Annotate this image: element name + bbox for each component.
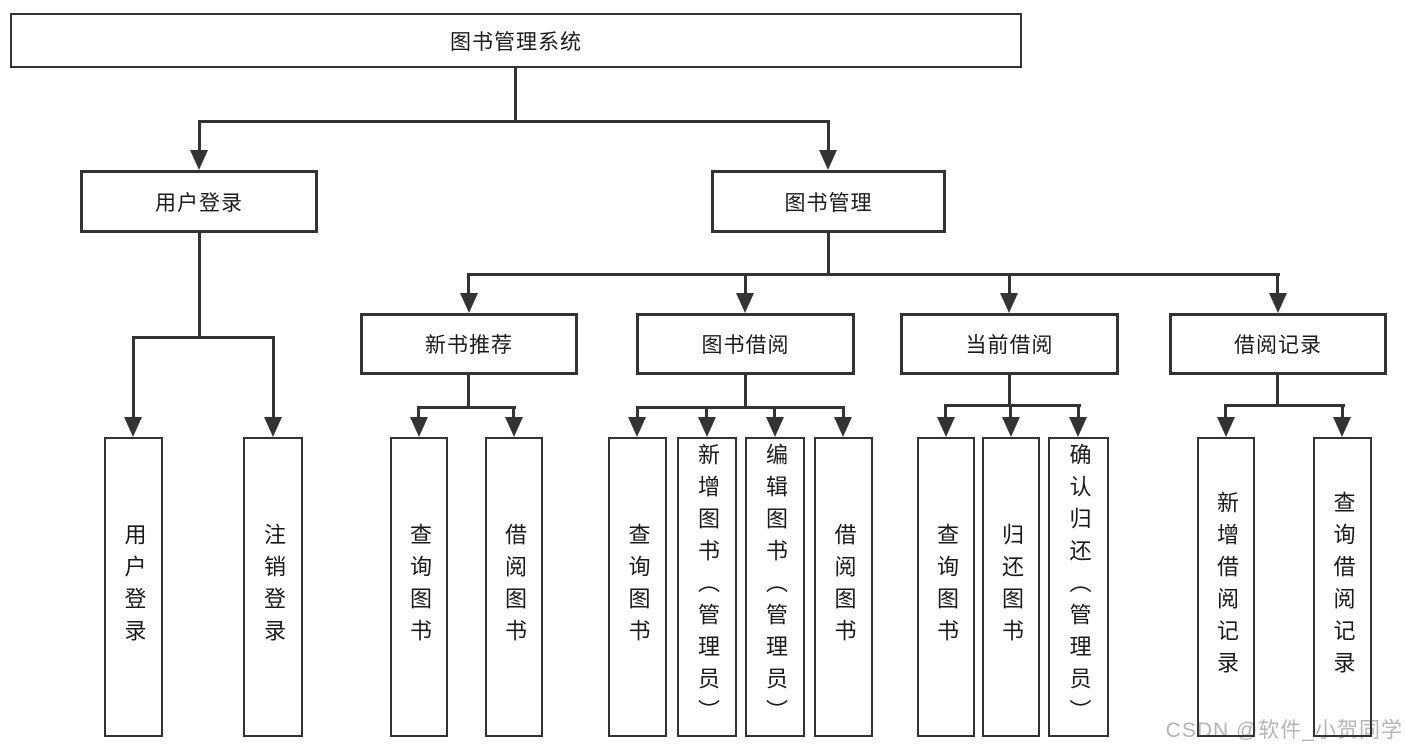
arrow-down-icon (460, 293, 478, 313)
node-label: 图书借阅 (701, 334, 790, 357)
connector-leaf (636, 406, 639, 419)
connector-leaf (842, 406, 845, 419)
node-label: 用户登录 (121, 523, 147, 651)
arrow-down-icon (1217, 417, 1235, 437)
arrow-down-icon (1000, 293, 1018, 313)
connector-to-leaf-user-login (132, 336, 135, 419)
node-current-borrowing: 当前借阅 (900, 313, 1119, 375)
leaf-add-books-admin: 新增图书（管理员） (677, 437, 737, 737)
leaf-user-login: 用户登录 (104, 437, 163, 737)
connector-to-leaf-logout (272, 336, 275, 419)
arrow-down-icon (834, 417, 852, 437)
leaf-logout: 注销登录 (243, 437, 303, 737)
node-library-management-system: 图书管理系统 (10, 13, 1022, 68)
connector-leaf (705, 406, 708, 419)
node-label: 归还图书 (999, 523, 1024, 651)
node-label: 新增借阅记录 (1214, 491, 1239, 683)
node-label: 查询借阅记录 (1330, 491, 1356, 683)
arrow-down-icon (937, 417, 955, 437)
node-label: 借阅图书 (502, 523, 527, 651)
connector-user-login-hline (132, 336, 275, 339)
arrow-down-icon (1333, 417, 1351, 437)
leaf-query-borrow-record: 查询借阅记录 (1313, 437, 1372, 737)
node-book-borrowing: 图书借阅 (636, 313, 855, 375)
arrow-down-icon (628, 417, 646, 437)
node-label: 用户登录 (155, 191, 243, 215)
connector-to-current-borrow (1008, 273, 1011, 295)
node-label: 新增图书（管理员） (695, 443, 720, 731)
connector-new-book-stub (467, 375, 470, 409)
connector-leaf (773, 406, 776, 419)
connector-leaf (1009, 404, 1012, 419)
node-label: 新书推荐 (425, 334, 513, 357)
connector-to-book-borrow (744, 273, 747, 295)
arrow-down-icon (1269, 293, 1287, 313)
connector-borrow-records-stub (1276, 375, 1279, 407)
arrow-down-icon (698, 417, 716, 437)
node-label: 当前借阅 (965, 334, 1054, 357)
node-label: 查询图书 (625, 523, 651, 651)
arrow-down-icon (190, 150, 208, 170)
connector-leaf (417, 406, 420, 419)
arrow-down-icon (264, 417, 282, 437)
leaf-query-books: 查询图书 (608, 437, 667, 737)
connector-book-borrow-stub (744, 375, 747, 409)
arrow-down-icon (766, 417, 784, 437)
connector-leaf (1224, 404, 1227, 419)
connector-user-login-stub (198, 233, 201, 339)
connector-book-borrow-hline (636, 406, 845, 409)
arrow-down-icon (819, 150, 837, 170)
node-book-management: 图书管理 (711, 170, 946, 233)
connector-leaf (1341, 404, 1344, 419)
connector-root-stub (514, 68, 517, 120)
arrow-down-icon (736, 293, 754, 313)
node-new-book-recommendation: 新书推荐 (360, 313, 578, 375)
connector-borrow-records-hline (1224, 404, 1345, 407)
connector-book-management-stub (827, 233, 830, 276)
arrow-down-icon (410, 417, 428, 437)
node-label: 借阅图书 (831, 523, 857, 651)
leaf-return-books: 归还图书 (982, 437, 1040, 737)
node-borrowing-records: 借阅记录 (1169, 313, 1387, 375)
connector-to-user-login (198, 120, 201, 152)
node-label: 确认归还（管理员） (1066, 443, 1092, 731)
leaf-borrow-books: 借阅图书 (814, 437, 873, 737)
node-user-login: 用户登录 (80, 170, 318, 233)
leaf-query-books: 查询图书 (917, 437, 975, 737)
node-label: 图书管理 (784, 191, 873, 215)
leaf-confirm-return-admin: 确认归还（管理员） (1048, 437, 1109, 737)
arrow-down-icon (124, 417, 142, 437)
connector-to-new-book (467, 273, 470, 295)
node-label: 图书管理系统 (450, 30, 582, 54)
node-label: 借阅记录 (1234, 334, 1322, 357)
node-label: 注销登录 (261, 523, 286, 651)
connector-to-borrow-records (1276, 273, 1279, 295)
leaf-edit-books-admin: 编辑图书（管理员） (745, 437, 805, 737)
arrow-down-icon (1002, 417, 1020, 437)
connector-leaf (512, 406, 515, 419)
connector-new-book-hline (417, 406, 516, 409)
leaf-borrow-books: 借阅图书 (485, 437, 543, 737)
connector-leaf (1077, 404, 1080, 419)
arrow-down-icon (1069, 417, 1087, 437)
node-label: 查询图书 (407, 523, 432, 651)
connector-to-book-management (827, 120, 830, 152)
connector-current-borrow-stub (1008, 375, 1011, 407)
leaf-add-borrow-record: 新增借阅记录 (1197, 437, 1255, 737)
node-label: 查询图书 (934, 523, 959, 651)
leaf-query-books: 查询图书 (390, 437, 448, 737)
connector-current-borrow-hline (944, 404, 1081, 407)
connector-root-hline (198, 120, 830, 123)
connector-book-management-hline (467, 273, 1280, 276)
connector-leaf (944, 404, 947, 419)
arrow-down-icon (505, 417, 523, 437)
node-label: 编辑图书（管理员） (763, 443, 788, 731)
